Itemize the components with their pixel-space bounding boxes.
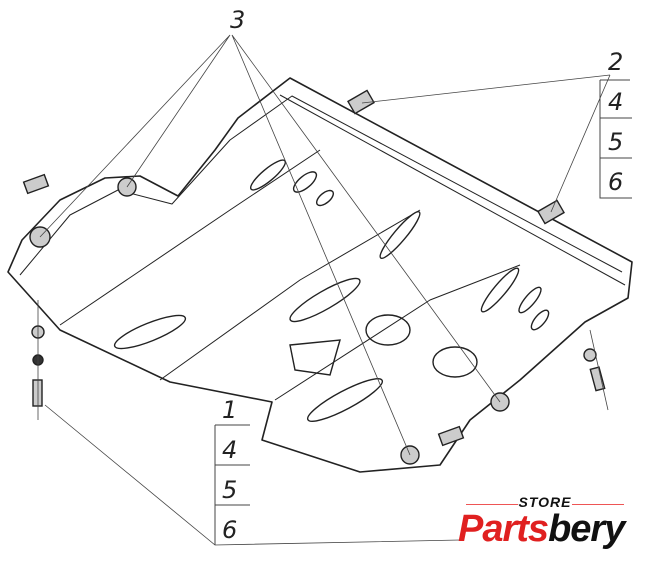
- screw-icon: [32, 379, 43, 407]
- plate-inner-edge: [19, 95, 623, 276]
- slot-hole: [379, 210, 421, 260]
- slot-hole: [292, 171, 318, 193]
- callout-boxes: [214, 79, 632, 545]
- slot-hole: [250, 159, 286, 191]
- callout-label: 2: [608, 48, 623, 76]
- slot-hole: [530, 309, 550, 331]
- plate-edge-right: [279, 94, 626, 286]
- slot-hole: [518, 286, 542, 314]
- washer-icon: [583, 348, 597, 362]
- logo-brand: Partsbery: [458, 508, 625, 551]
- slot-hole: [306, 378, 384, 422]
- slot-hole: [113, 314, 187, 350]
- callout-label: 1: [222, 396, 237, 424]
- screw-icon: [589, 366, 606, 392]
- logo-brand-parts: Parts: [458, 508, 549, 550]
- slot-hole: [480, 267, 520, 313]
- callout-label: 6: [608, 168, 623, 196]
- round-hole: [365, 314, 411, 346]
- bracket-icon: [437, 425, 465, 447]
- slot-hole: [289, 277, 361, 323]
- callout-label: 5: [608, 128, 623, 156]
- bracket-icon: [347, 89, 375, 115]
- plate-rib: [159, 209, 421, 381]
- plate-rib: [59, 149, 321, 326]
- bracket-icon: [22, 173, 50, 195]
- shaped-hole: [289, 339, 341, 376]
- callout-label: 5: [222, 476, 237, 504]
- plate-rib: [274, 264, 521, 401]
- callout-label: 4: [222, 436, 237, 464]
- skid-plate-outline: [7, 77, 633, 473]
- round-hole: [432, 346, 478, 378]
- slot-hole: [315, 189, 335, 207]
- leader-lines: [37, 34, 611, 546]
- callout-label: 3: [230, 6, 245, 34]
- logo-brand-bery: bery: [548, 508, 625, 550]
- logo-store-text: STORE: [518, 494, 572, 510]
- callout-label: 6: [222, 516, 237, 544]
- callout-label: 4: [608, 88, 623, 116]
- partsbery-logo: STORE Partsbery: [452, 494, 638, 558]
